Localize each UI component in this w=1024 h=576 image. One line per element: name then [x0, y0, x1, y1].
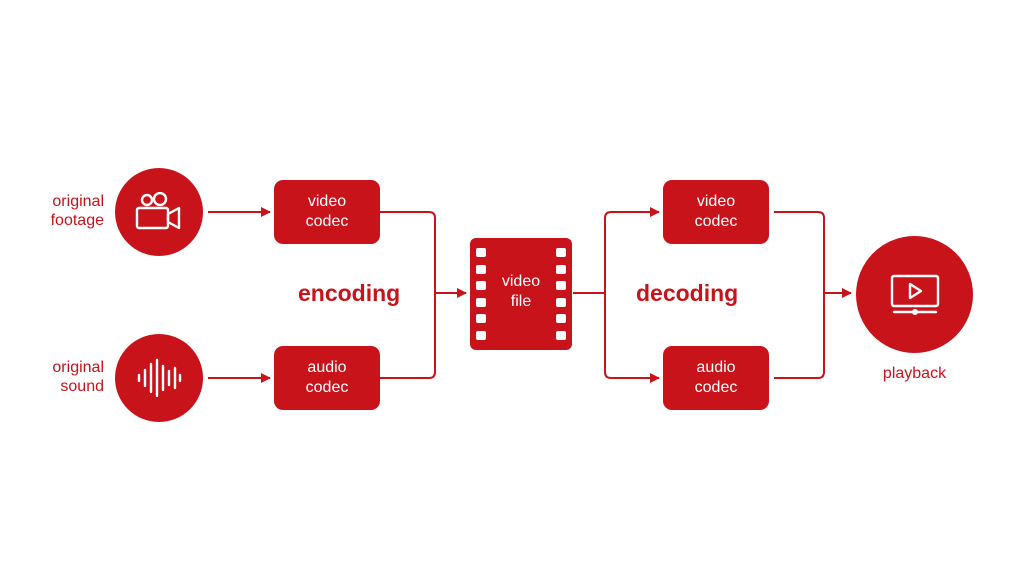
video-file-box: video file — [470, 238, 572, 350]
play-screen-icon — [890, 274, 939, 315]
film-strip-icon — [556, 248, 566, 340]
line-decode-audio-merge — [774, 293, 825, 379]
video-camera-icon — [135, 192, 181, 230]
playback-circle — [856, 236, 973, 353]
encoding-label: encoding — [298, 280, 401, 306]
video-file-label: video file — [501, 273, 541, 310]
encode-video-codec-box: video codec — [274, 180, 380, 244]
decode-video-codec-box: video codec — [663, 180, 769, 244]
arrow-to-decode-audio-codec — [604, 293, 660, 383]
label-original-sound: original sound — [52, 359, 104, 395]
arrow-to-decode-video-codec — [604, 207, 660, 293]
sound-circle — [115, 334, 203, 422]
film-strip-icon — [476, 248, 486, 340]
line-video-codec-merge — [380, 211, 436, 293]
playback-label: playback — [882, 365, 947, 382]
encode-audio-codec-box: audio codec — [274, 346, 380, 410]
decoding-label: decoding — [636, 280, 739, 306]
label-original-footage: original footage — [50, 193, 104, 229]
sound-wave-icon — [137, 358, 182, 398]
decode-audio-codec-box: audio codec — [663, 346, 769, 410]
footage-circle — [115, 168, 203, 256]
line-audio-codec-merge — [380, 293, 436, 379]
line-decode-video-merge — [774, 211, 825, 293]
